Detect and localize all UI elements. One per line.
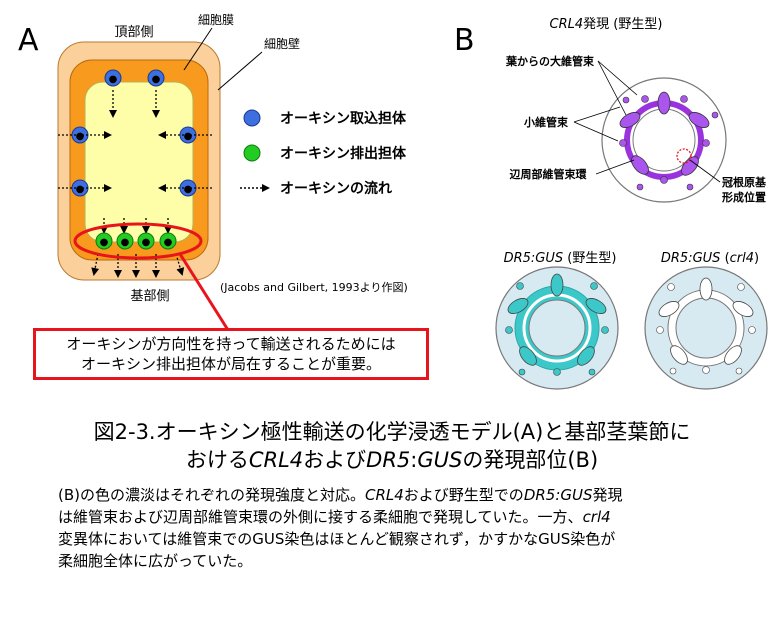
svg-text:●: ● [152, 74, 161, 85]
caption-body-line-2: は維管束および辺周部維管束環の外側に接する柔細胞で発現していた。一方、crl4 [58, 508, 611, 526]
membrane-leader-line [183, 27, 213, 71]
wall-label: 細胞壁 [264, 36, 300, 51]
legend-flow-label: オーキシンの流れ [280, 180, 392, 197]
svg-text:●: ● [184, 184, 193, 195]
caption-title-line-2: おけるCRL4およびDR5:GUSの発現部位(B) [185, 448, 599, 472]
caption-body: (B)の色の濃淡はそれぞれの発現強度と対応。CRL4および野生型でのDR5:GU… [58, 484, 770, 572]
base-label: 基部側 [130, 289, 169, 304]
efflux-carrier-1: ● [95, 232, 113, 250]
callout-line-2: オーキシン排出担体が局在することが重要。 [80, 355, 381, 373]
efflux-carrier-3: ● [137, 232, 155, 250]
caption-body-line-1: (B)の色の濃淡はそれぞれの発現強度と対応。CRL4および野生型でのDR5:GU… [58, 486, 623, 504]
svg-text:●: ● [100, 237, 109, 248]
apex-label: 頂部側 [114, 25, 153, 40]
svg-text:●: ● [121, 237, 130, 248]
svg-text:●: ● [76, 131, 85, 142]
efflux-highlight-ellipse [73, 222, 203, 260]
caption-title-line-1: 図2-3.オーキシン極性輸送の化学浸透モデル(A)と基部茎葉節に [93, 420, 691, 444]
influx-carrier-top-right: ● [147, 69, 165, 87]
citation: (Jacobs and Gilbert, 1993より作図) [220, 281, 408, 294]
callout-line-1: オーキシンが方向性を持って輸送されるためには [66, 335, 396, 353]
callout-box: オーキシンが方向性を持って輸送されるためには オーキシン排出担体が局在することが… [33, 328, 429, 380]
highlight-connector [178, 253, 230, 331]
panel-b-letter: B [454, 23, 475, 58]
membrane-label: 細胞膜 [198, 13, 234, 27]
svg-text:●: ● [184, 131, 193, 142]
legend-influx-swatch [243, 109, 261, 127]
panel-a-letter: A [18, 23, 39, 58]
svg-text:●: ● [76, 184, 85, 195]
efflux-carrier-2: ● [116, 232, 134, 250]
flow-arrow [91, 253, 100, 276]
caption-body-line-3: 変異体においては維管束でのGUS染色はほとんど観察されず，かすかなGUS染色が [58, 530, 616, 548]
influx-carrier-top-left: ● [104, 69, 122, 87]
wall-leader-line [217, 51, 263, 91]
caption-body-line-4: 柔細胞全体に広がっていた。 [58, 552, 253, 570]
efflux-carrier-4: ● [159, 232, 177, 250]
legend-influx-label: オーキシン取込担体 [280, 110, 407, 127]
flow-arrow [175, 253, 185, 276]
svg-text:●: ● [164, 237, 173, 248]
legend-efflux-label: オーキシン排出担体 [280, 145, 407, 162]
svg-text:●: ● [142, 237, 151, 248]
cytoplasm [84, 81, 194, 243]
svg-text:●: ● [109, 74, 118, 85]
legend-efflux-swatch [243, 144, 261, 162]
